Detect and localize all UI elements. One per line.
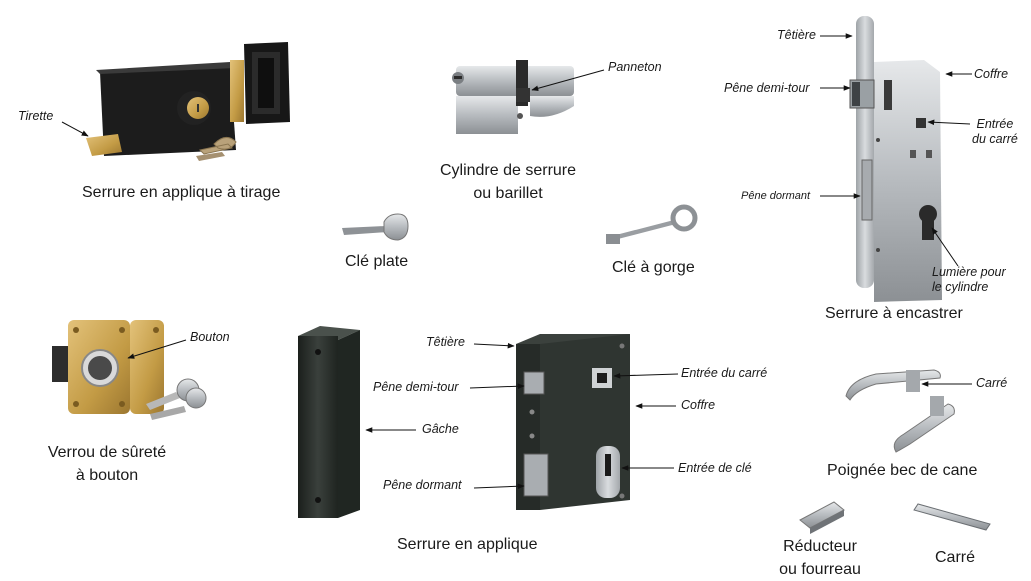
caption-surface-lock: Serrure en applique [397, 536, 538, 553]
surface-lock-image [516, 334, 630, 510]
caption-spindle: Carré [935, 549, 976, 566]
strike-plate-image [298, 326, 360, 518]
caption-cylinder-line2: ou barillet [473, 185, 543, 202]
label-mortise-lumiere: Lumière pour le cylindre [932, 265, 1006, 295]
caption-mortise-lock: Serrure à encastrer [825, 305, 963, 322]
label-mortise-pene-dormant: Pêne dormant [741, 190, 811, 202]
button-deadbolt-image [52, 320, 207, 420]
label-mortise-entree-carre: Entrée du carré [972, 117, 1018, 147]
label-handle-carre: Carré [976, 376, 1008, 390]
cylinder-image [452, 60, 574, 134]
caption-surface-pull-lock: Serrure en applique à tirage [82, 184, 281, 201]
label-mortise-tetiere: Têtière [777, 28, 816, 42]
caption-cylinder: Cylindre de serrure ou barillet [430, 159, 586, 205]
spindle-image [913, 503, 991, 531]
label-surface-tetiere: Têtière [426, 335, 465, 349]
caption-reducer-line1: Réducteur [783, 538, 857, 555]
caption-bit-key: Clé à gorge [612, 259, 695, 276]
label-mortise-coffre: Coffre [974, 67, 1009, 81]
flat-key-image [342, 213, 409, 241]
mortise-lock-image [849, 16, 942, 302]
caption-deadbolt: Verrou de sûreté à bouton [38, 441, 176, 487]
label-tirette: Tirette [18, 109, 54, 123]
caption-reducer: Réducteur ou fourreau [772, 535, 868, 581]
caption-flat-key: Clé plate [345, 253, 409, 270]
label-surface-pene-dormant: Pêne dormant [383, 478, 462, 492]
caption-deadbolt-line1: Verrou de sûreté [47, 444, 167, 461]
caption-deadbolt-line2: à bouton [75, 467, 139, 484]
reducer-sleeve-image [799, 501, 845, 534]
caption-reducer-line2: ou fourreau [779, 561, 861, 578]
label-surface-coffre: Coffre [681, 398, 716, 412]
label-mortise-entree-line1: Entrée [976, 117, 1014, 131]
label-surface-pene-demi-tour: Pêne demi-tour [373, 380, 459, 394]
label-surface-entree-cle: Entrée de clé [678, 461, 752, 475]
surface-pull-lock-image [86, 42, 290, 161]
caption-lever-handle: Poignée bec de cane [827, 462, 978, 479]
label-mortise-entree-line2: du carré [972, 132, 1018, 146]
label-panneton: Panneton [608, 60, 662, 74]
label-gache: Gâche [422, 422, 459, 436]
label-arrows [61, 33, 972, 490]
label-mortise-lumiere-line1: Lumière pour [932, 265, 1006, 279]
label-surface-entree-carre: Entrée du carré [681, 366, 768, 380]
label-mortise-lumiere-line2: le cylindre [932, 280, 989, 294]
caption-cylinder-line1: Cylindre de serrure [439, 162, 577, 179]
label-mortise-pene-demi-tour: Pêne demi-tour [724, 81, 810, 95]
bit-key-image [606, 204, 698, 244]
lever-handle-image [845, 369, 955, 453]
label-bouton: Bouton [190, 330, 230, 344]
